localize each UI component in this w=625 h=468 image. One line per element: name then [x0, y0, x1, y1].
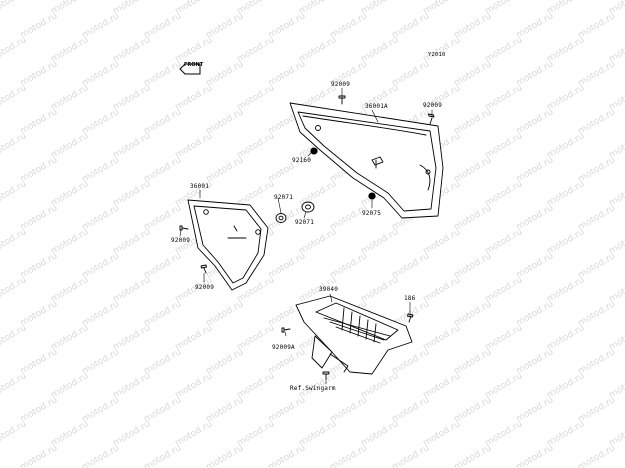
callout-92009-right: 92009: [423, 102, 443, 109]
callout-92071-upper: 92071: [274, 194, 294, 201]
callout-92009-bottom: 92009: [195, 284, 215, 291]
callout-92009-left: 92009: [171, 237, 191, 244]
callout-36001: 36001: [190, 183, 210, 190]
callout-92009-top: 92009: [331, 81, 351, 88]
bolt-92009-right: [428, 113, 435, 125]
front-arrow-badge: FRONT: [178, 60, 204, 75]
bolt-92009A: [281, 327, 291, 333]
bolt-186: [407, 313, 414, 323]
callout-92160: 92160: [292, 157, 312, 164]
callout-36001A: 36001A: [365, 103, 388, 110]
figure-code: Y2010: [428, 52, 446, 58]
side-cover-left: [187, 199, 269, 291]
front-label: FRONT: [184, 62, 204, 68]
front-arrow-icon: [179, 63, 201, 75]
bolt-92009-bottom: [200, 264, 207, 274]
grommet-92160: [310, 147, 318, 155]
leader-lines: [179, 87, 433, 385]
callout-186: 186: [404, 295, 416, 302]
grommet-92071-upper: [301, 201, 315, 213]
bolt-92009-top: [338, 95, 346, 105]
callout-92009A: 92009A: [272, 344, 295, 351]
side-cover-right: [289, 102, 444, 219]
grommet-92075: [368, 192, 376, 200]
bolt-ref-swingarm: [322, 371, 330, 381]
bolt-92009-left: [179, 225, 189, 231]
callout-92075: 92075: [362, 210, 382, 217]
callout-92071-lower: 92071: [295, 219, 315, 226]
rear-fender-flap: [295, 295, 413, 375]
callout-ref-swingarm: Ref.Swingarm: [290, 385, 336, 392]
callout-39040: 39040: [319, 286, 339, 293]
grommet-92071-lower: [275, 213, 287, 223]
